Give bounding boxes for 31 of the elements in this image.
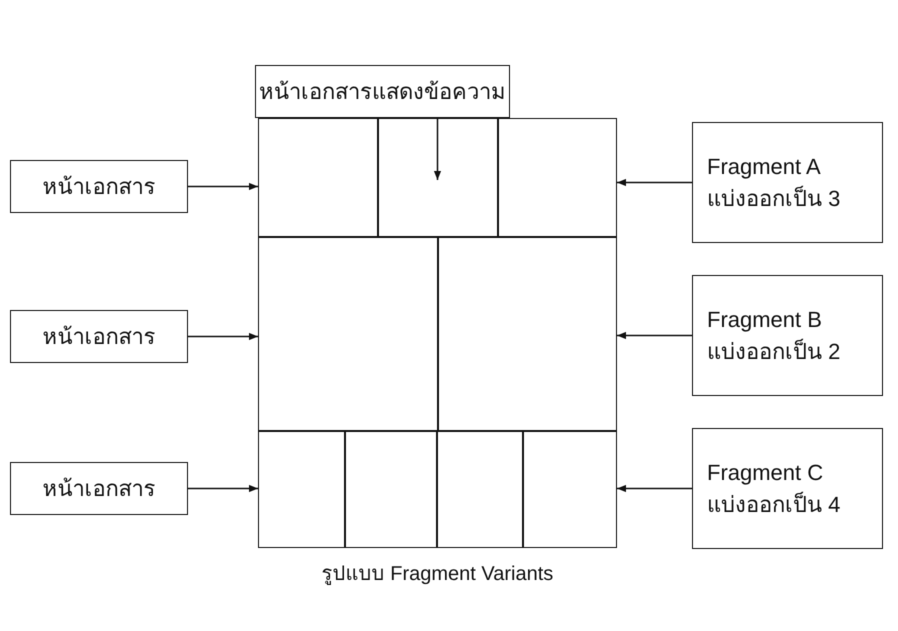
- cell: [258, 118, 378, 237]
- page-box: [10, 462, 188, 515]
- page-box: [10, 160, 188, 213]
- cell: [498, 118, 617, 237]
- page-box: [10, 310, 188, 363]
- cell: [437, 431, 523, 548]
- caption: รูปแบบ Fragment Variants: [322, 563, 554, 585]
- cell: [258, 431, 345, 548]
- arrow: [188, 332, 258, 340]
- arrow: [617, 178, 692, 186]
- fragment-box: [692, 428, 883, 549]
- box-label: หน้าเอกสาร: [42, 322, 156, 351]
- box-label: หน้าเอกสาร: [42, 172, 156, 201]
- box-label: Fragment A แบ่งออกเป็น 3: [706, 152, 842, 212]
- arrow: [188, 484, 258, 492]
- arrow: [617, 332, 692, 340]
- cell: [258, 237, 438, 431]
- cell: [438, 237, 617, 431]
- cell: [378, 118, 498, 237]
- title-box: [255, 65, 510, 118]
- fragment-box: [692, 122, 883, 243]
- arrow: [434, 118, 442, 180]
- cell: [523, 431, 617, 548]
- box-label: Fragment B แบ่งออกเป็น 2: [706, 306, 842, 366]
- box-label: หน้าเอกสาร: [42, 474, 156, 503]
- cell: [345, 431, 437, 548]
- fragment-box: [692, 275, 883, 396]
- box-label: Fragment C แบ่งออกเป็น 4: [706, 458, 842, 518]
- box-label: หน้าเอกสารแสดงข้อความ: [259, 78, 506, 106]
- arrow: [617, 484, 692, 492]
- arrow: [188, 182, 258, 190]
